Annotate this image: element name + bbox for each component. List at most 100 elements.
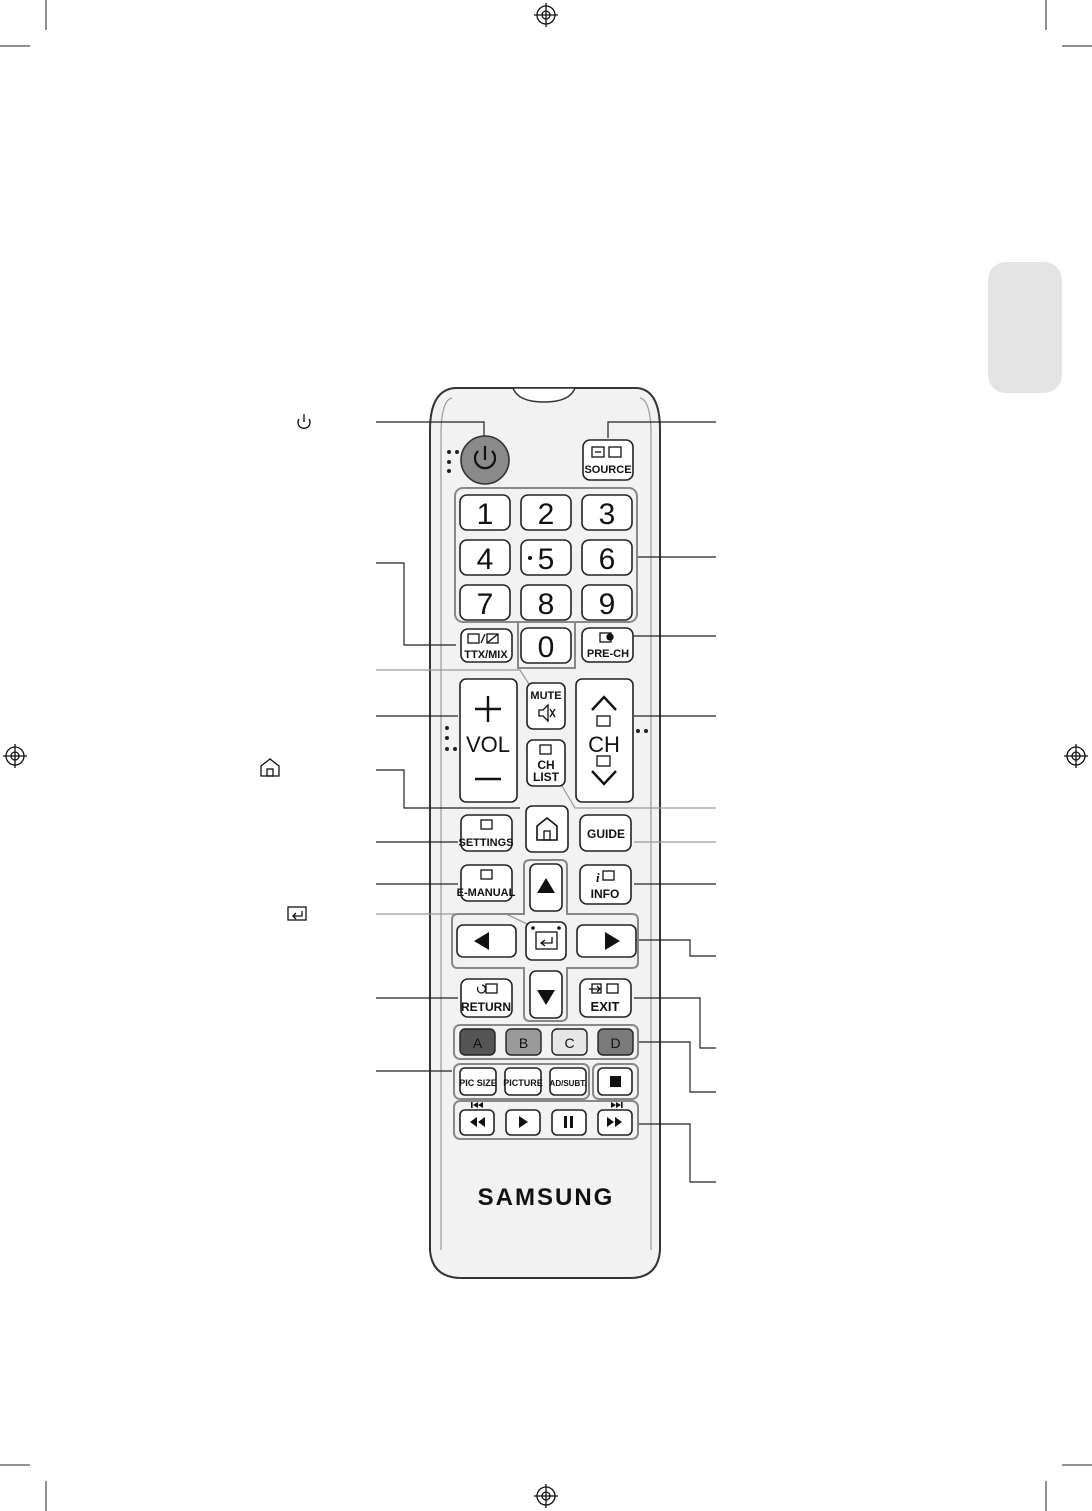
pic-size-button[interactable]: PIC SIZE bbox=[459, 1067, 497, 1096]
channel-rocker[interactable]: CH bbox=[575, 678, 634, 803]
digit-0-button[interactable]: 0 bbox=[520, 627, 572, 664]
play-button[interactable] bbox=[505, 1109, 541, 1136]
registration-target-left bbox=[3, 744, 27, 768]
home-button[interactable] bbox=[525, 805, 569, 853]
prech-button[interactable]: PRE-CH bbox=[581, 627, 634, 663]
down-arrow-icon bbox=[537, 990, 555, 1005]
zero-key-group bbox=[517, 622, 576, 669]
color-key-label: B bbox=[519, 1035, 528, 1051]
color-keys-group bbox=[453, 1024, 639, 1060]
digit-2-button[interactable]: 2 bbox=[520, 494, 572, 531]
ad-subt-label: AD/SUBT. bbox=[550, 1079, 587, 1088]
pause-button[interactable] bbox=[551, 1109, 587, 1136]
ch-list-button[interactable]: CH LIST bbox=[526, 739, 566, 787]
volume-up-icon bbox=[475, 696, 501, 722]
left-button[interactable] bbox=[456, 924, 517, 958]
stop-button[interactable] bbox=[592, 1063, 639, 1100]
channel-down-icon bbox=[591, 770, 617, 786]
exit-button[interactable]: EXIT bbox=[579, 978, 632, 1018]
volume-rocker[interactable]: VOL bbox=[459, 678, 518, 803]
picture-label: PICTURE bbox=[503, 1078, 543, 1088]
return-button[interactable]: RETURN bbox=[460, 978, 513, 1018]
guide-button[interactable]: GUIDE bbox=[579, 814, 632, 852]
media-keys-group bbox=[453, 1100, 639, 1140]
color-key-label: C bbox=[564, 1035, 574, 1051]
digit-7-button[interactable]: 7 bbox=[459, 584, 511, 621]
play-icon bbox=[519, 1116, 528, 1128]
prech-icon bbox=[599, 632, 614, 643]
e-manual-icon bbox=[480, 869, 493, 880]
ir-dots-vol bbox=[445, 726, 457, 751]
digit-label: 5 bbox=[538, 543, 555, 576]
color-key-b[interactable]: B bbox=[505, 1028, 542, 1056]
ttx-icon bbox=[467, 633, 499, 644]
ad-subt-button[interactable]: AD/SUBT. bbox=[549, 1067, 587, 1096]
guide-label: GUIDE bbox=[587, 827, 625, 841]
channel-label: CH bbox=[588, 732, 620, 757]
registration-target-top bbox=[534, 3, 558, 27]
exit-label: EXIT bbox=[591, 999, 620, 1014]
digit-label: 3 bbox=[599, 498, 616, 531]
ir-dots-ch bbox=[636, 729, 648, 733]
remote-body-inner-edge bbox=[440, 397, 652, 1250]
digit-6-button[interactable]: 6 bbox=[581, 539, 633, 576]
down-button[interactable] bbox=[529, 970, 563, 1019]
digit-label: 2 bbox=[538, 498, 555, 531]
source-button[interactable]: SOURCE bbox=[582, 439, 634, 481]
digit-5-button[interactable]: 5 bbox=[520, 539, 572, 576]
info-label: INFO bbox=[591, 887, 620, 901]
digit-label: 4 bbox=[477, 543, 494, 576]
rewind-icon bbox=[470, 1117, 485, 1127]
digit-label: 1 bbox=[477, 498, 494, 531]
color-key-a[interactable]: A bbox=[459, 1028, 496, 1056]
power-icon bbox=[473, 450, 497, 470]
source-icon bbox=[591, 446, 622, 458]
right-arrow-icon bbox=[605, 932, 620, 950]
ttx-mix-label: TTX/MIX bbox=[464, 649, 508, 661]
ch-list-label-1: CH bbox=[537, 758, 554, 772]
dpad-outline bbox=[451, 859, 639, 1022]
home-label-icon bbox=[260, 758, 280, 777]
settings-icon bbox=[480, 819, 493, 830]
mute-button[interactable]: MUTE bbox=[526, 682, 566, 730]
up-button[interactable] bbox=[529, 863, 563, 912]
enter-label-icon bbox=[287, 906, 307, 921]
left-arrow-icon bbox=[474, 932, 489, 950]
fast-forward-icon bbox=[607, 1117, 622, 1127]
right-button[interactable] bbox=[576, 924, 637, 958]
ttx-mix-button[interactable]: TTX/MIX bbox=[460, 628, 513, 663]
digit-3-button[interactable]: 3 bbox=[581, 494, 633, 531]
digit-8-button[interactable]: 8 bbox=[520, 584, 572, 621]
exit-icon bbox=[589, 983, 619, 994]
color-key-c[interactable]: C bbox=[551, 1028, 588, 1056]
power-label-icon bbox=[297, 414, 311, 429]
up-arrow-icon bbox=[537, 878, 555, 893]
color-keys: A B C D bbox=[459, 1028, 634, 1056]
power-button[interactable] bbox=[460, 435, 510, 485]
next-track-icon bbox=[611, 1102, 623, 1108]
digit-1-button[interactable]: 1 bbox=[459, 494, 511, 531]
picture-button[interactable]: PICTURE bbox=[503, 1067, 543, 1096]
e-manual-button[interactable]: E-MANUAL bbox=[457, 864, 516, 902]
digit-4-button[interactable]: 4 bbox=[459, 539, 511, 576]
picture-keys-group bbox=[453, 1063, 590, 1100]
settings-button[interactable]: SETTINGS bbox=[458, 814, 514, 852]
brand-logo: SAMSUNG bbox=[478, 1184, 615, 1211]
fast-forward-button[interactable] bbox=[597, 1109, 633, 1136]
number-pad-group bbox=[454, 487, 638, 623]
enter-button[interactable] bbox=[525, 921, 567, 961]
rewind-button[interactable] bbox=[459, 1109, 495, 1136]
ir-window bbox=[511, 387, 577, 403]
color-key-d[interactable]: D bbox=[597, 1028, 634, 1056]
prech-label: PRE-CH bbox=[587, 648, 629, 660]
settings-label: SETTINGS bbox=[458, 837, 513, 849]
info-button[interactable]: i INFO bbox=[579, 864, 632, 905]
digit-9-button[interactable]: 9 bbox=[581, 584, 633, 621]
mute-icon bbox=[538, 703, 556, 723]
registration-target-right bbox=[1064, 744, 1088, 768]
color-key-label: D bbox=[610, 1035, 620, 1051]
source-label: SOURCE bbox=[584, 464, 631, 476]
registration-target-bottom bbox=[534, 1484, 558, 1508]
